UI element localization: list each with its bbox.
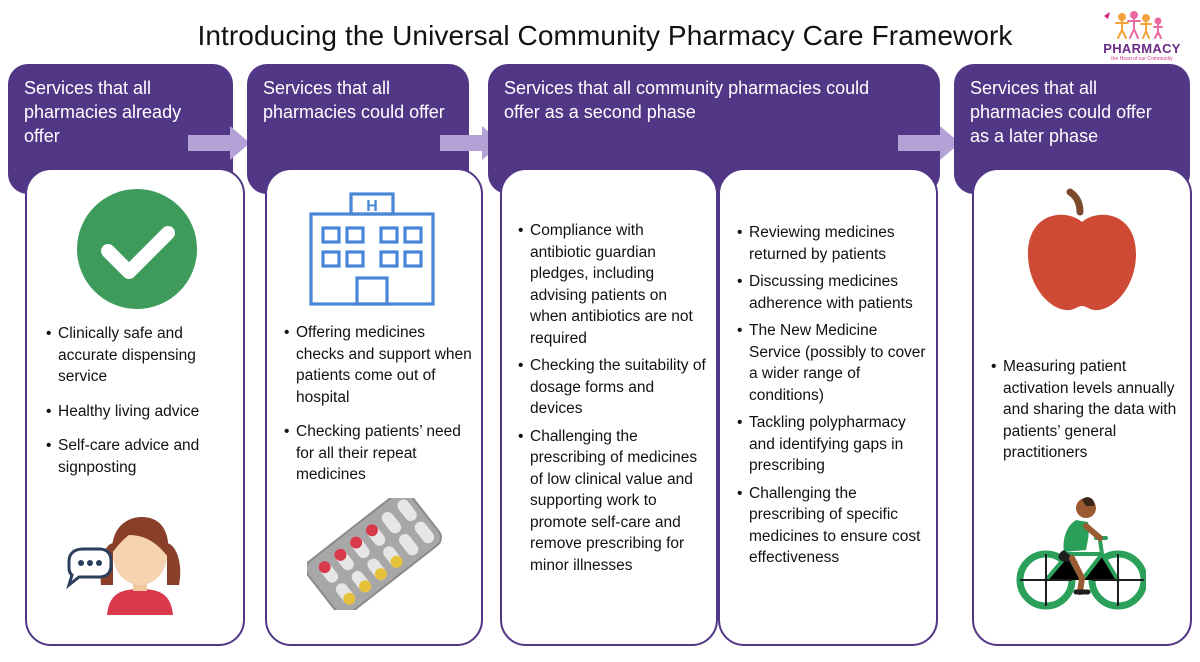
list-item: Checking patients’ need for all their re… <box>284 421 474 486</box>
column-1-list: Clinically safe and accurate dispensing … <box>46 323 236 478</box>
arrow-right-icon <box>188 126 250 160</box>
list-item: Discussing medicines adherence with pati… <box>737 271 931 314</box>
column-3b-list: Reviewing medicines returned by patients… <box>737 222 931 569</box>
list-item: The New Medicine Service (possibly to co… <box>737 320 931 406</box>
list-item: Compliance with antibiotic guardian pled… <box>518 220 708 349</box>
column-2-header-text: Services that all pharmacies could offer <box>263 78 445 122</box>
column-1-card: Clinically safe and accurate dispensing … <box>25 168 245 646</box>
column-3a-card: Compliance with antibiotic guardian pled… <box>500 168 718 646</box>
hospital-icon: H <box>309 192 435 306</box>
column-4-card: Measuring patient activation levels annu… <box>972 168 1192 646</box>
column-2-list: Offering medicines checks and support wh… <box>284 322 474 486</box>
column-3b-card: Reviewing medicines returned by patients… <box>718 168 938 646</box>
list-item: Checking the suitability of dosage forms… <box>518 355 708 420</box>
list-item: Challenging the prescribing of medicines… <box>518 426 708 577</box>
list-item: Reviewing medicines returned by patients <box>737 222 931 265</box>
page-title: Introducing the Universal Community Phar… <box>197 20 1013 51</box>
list-item: Measuring patient activation levels annu… <box>991 356 1185 464</box>
apple-icon <box>1028 188 1136 311</box>
checkmark-icon <box>77 189 197 309</box>
arrow-right-icon <box>440 126 502 160</box>
list-item: Tackling polypharmacy and identifying ga… <box>737 412 931 477</box>
pill-blister-pack-icon <box>307 498 442 610</box>
person-speech-bubble-icon <box>66 517 181 615</box>
cyclist-icon <box>1016 497 1146 610</box>
column-4-list: Measuring patient activation levels annu… <box>991 356 1185 464</box>
arrow-right-icon <box>898 126 960 160</box>
logo-word: PHARMACY <box>1103 41 1181 56</box>
pharmacy-logo: PHARMACY the Heart of our Community <box>1088 8 1196 62</box>
list-item: Offering medicines checks and support wh… <box>284 322 474 408</box>
list-item: Healthy living advice <box>46 401 236 423</box>
svg-text:H: H <box>366 198 378 215</box>
column-1-header-text: Services that all pharmacies already off… <box>24 78 182 146</box>
list-item: Clinically safe and accurate dispensing … <box>46 323 236 388</box>
list-item: Self-care advice and signposting <box>46 435 236 478</box>
list-item: Challenging the prescribing of specific … <box>737 483 931 569</box>
column-3a-list: Compliance with antibiotic guardian pled… <box>518 220 708 576</box>
logo-figures-icon <box>1104 11 1163 39</box>
column-4-header-text: Services that all pharmacies could offer… <box>970 78 1152 146</box>
column-3-header-text: Services that all community pharmacies c… <box>504 78 870 122</box>
column-2-card: H Offering medicines checks and support … <box>265 168 483 646</box>
logo-tagline: the Heart of our Community <box>1111 56 1173 62</box>
